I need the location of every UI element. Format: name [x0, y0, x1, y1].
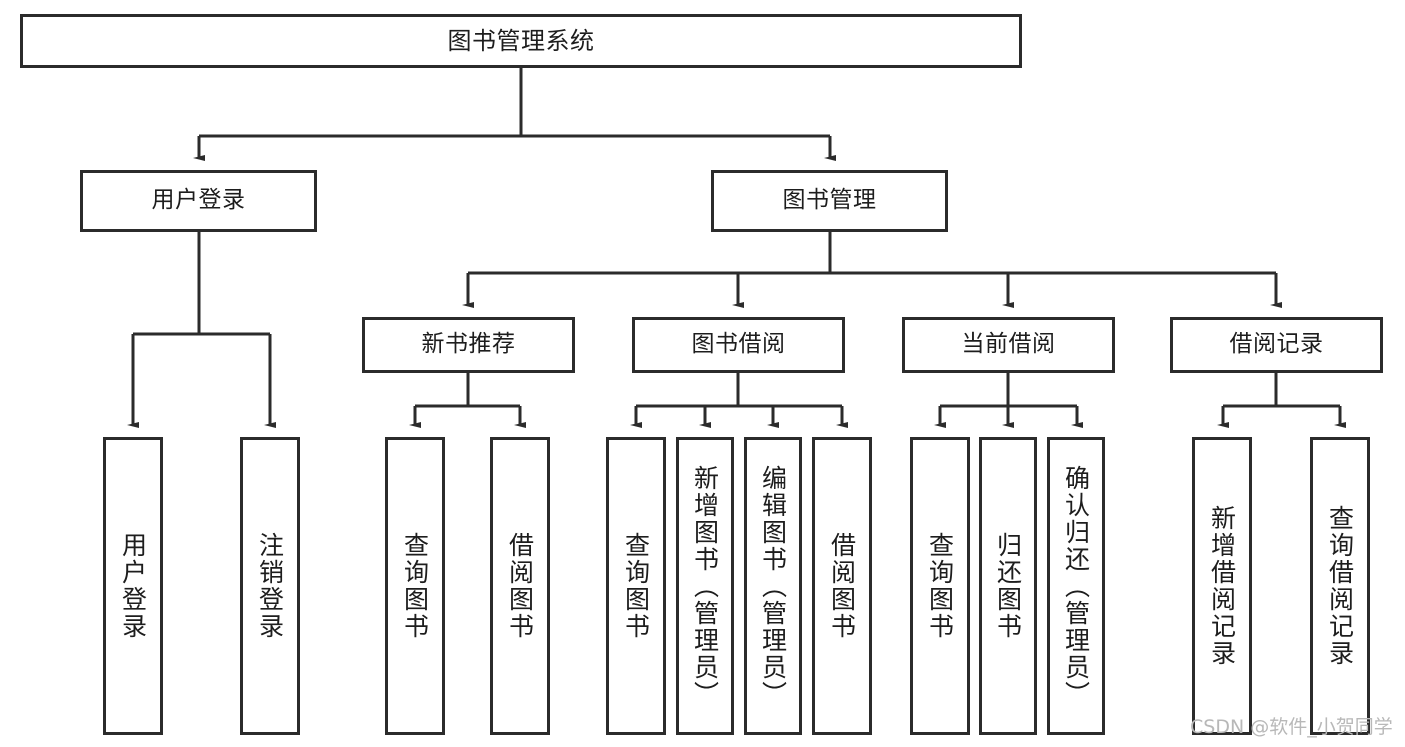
leaf-book-borrow-add-label: 新增图书（管理员） — [690, 464, 720, 708]
leaf-book-borrow-borrow-label: 借阅图书 — [827, 532, 857, 640]
leaf-book-borrow-edit-label: 编辑图书（管理员） — [758, 464, 788, 708]
leaf-user-login-login-label: 用户登录 — [118, 532, 148, 640]
node-book-borrow-label: 图书借阅 — [691, 331, 786, 358]
node-user-login-label: 用户登录 — [151, 187, 246, 214]
leaf-user-login-login[interactable]: 用户登录 — [103, 437, 163, 735]
node-current-borrow-label: 当前借阅 — [961, 331, 1056, 358]
leaf-new-book-query[interactable]: 查询图书 — [385, 437, 445, 735]
leaf-new-book-query-label: 查询图书 — [400, 532, 430, 640]
leaf-borrow-record-add-label: 新增借阅记录 — [1207, 505, 1237, 667]
leaf-book-borrow-borrow[interactable]: 借阅图书 — [812, 437, 872, 735]
node-new-book-recommend[interactable]: 新书推荐 — [362, 317, 575, 373]
leaf-book-borrow-edit[interactable]: 编辑图书（管理员） — [744, 437, 802, 735]
node-borrow-record[interactable]: 借阅记录 — [1170, 317, 1383, 373]
leaf-book-borrow-add[interactable]: 新增图书（管理员） — [676, 437, 734, 735]
leaf-user-login-logout[interactable]: 注销登录 — [240, 437, 300, 735]
leaf-book-borrow-query-label: 查询图书 — [621, 532, 651, 640]
leaf-user-login-logout-label: 注销登录 — [255, 532, 285, 640]
node-book-management-label: 图书管理 — [782, 187, 877, 214]
leaf-current-borrow-confirm-return-label: 确认归还（管理员） — [1061, 464, 1091, 708]
leaf-current-borrow-confirm-return[interactable]: 确认归还（管理员） — [1047, 437, 1105, 735]
node-book-borrow[interactable]: 图书借阅 — [632, 317, 845, 373]
leaf-new-book-borrow[interactable]: 借阅图书 — [490, 437, 550, 735]
leaf-current-borrow-query[interactable]: 查询图书 — [910, 437, 970, 735]
node-new-book-recommend-label: 新书推荐 — [421, 331, 516, 358]
leaf-current-borrow-return[interactable]: 归还图书 — [979, 437, 1037, 735]
leaf-borrow-record-add[interactable]: 新增借阅记录 — [1192, 437, 1252, 735]
node-borrow-record-label: 借阅记录 — [1229, 331, 1324, 358]
leaf-current-borrow-return-label: 归还图书 — [993, 532, 1023, 640]
leaf-new-book-borrow-label: 借阅图书 — [505, 532, 535, 640]
leaf-borrow-record-query-label: 查询借阅记录 — [1325, 505, 1355, 667]
node-book-management[interactable]: 图书管理 — [711, 170, 948, 232]
node-root-label: 图书管理系统 — [447, 26, 595, 55]
leaf-borrow-record-query[interactable]: 查询借阅记录 — [1310, 437, 1370, 735]
node-current-borrow[interactable]: 当前借阅 — [902, 317, 1115, 373]
leaf-book-borrow-query[interactable]: 查询图书 — [606, 437, 666, 735]
leaf-current-borrow-query-label: 查询图书 — [925, 532, 955, 640]
node-user-login[interactable]: 用户登录 — [80, 170, 317, 232]
node-root-library-system[interactable]: 图书管理系统 — [20, 14, 1022, 68]
